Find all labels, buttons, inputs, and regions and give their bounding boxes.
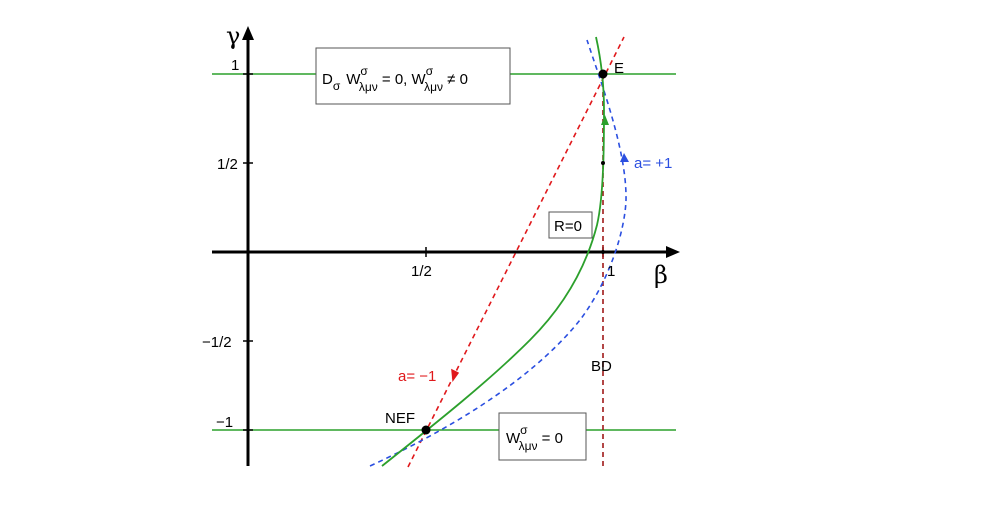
x-axis-symbol: β: [654, 261, 668, 289]
bottom-box-text: Wσ λμν = 0: [506, 423, 563, 453]
label-nef: NEF: [385, 410, 415, 427]
bottom-box-w-sub: λμν: [519, 439, 538, 453]
bottom-box-w-sup: σ: [520, 423, 528, 437]
y-tick-label-minus-half: −1/2: [202, 334, 232, 351]
a-plus-one-curve: [369, 39, 627, 467]
r-zero-arrow: [601, 115, 609, 125]
a-minus-one-arrow: [451, 368, 460, 383]
point-e: [598, 69, 608, 79]
y-tick-label-half: 1/2: [217, 156, 238, 173]
label-a-minus: a= −1: [398, 368, 436, 385]
bottom-condition-box: [498, 412, 587, 461]
point-nef: [421, 425, 431, 435]
top-box-w-sub: λμν: [359, 80, 378, 94]
y-tick-label-minus-one: −1: [216, 414, 233, 431]
y-axis-arrowhead: [242, 26, 254, 40]
top-box-w: W: [346, 71, 361, 88]
x-axis-arrowhead: [666, 246, 680, 258]
top-box-mid: = 0, W: [378, 71, 427, 88]
top-box-w2-sub: λμν: [424, 80, 443, 94]
y-axis-symbol: γ: [226, 22, 240, 50]
label-r-zero: R=0: [554, 218, 582, 235]
a-plus-one-arrow: [620, 153, 629, 162]
bottom-box-w: W: [506, 430, 521, 447]
y-tick-label-one: 1: [231, 57, 239, 74]
top-box-d: D: [322, 71, 333, 88]
top-box-w2-sup: σ: [426, 64, 434, 78]
top-box-d-sub: σ: [333, 79, 341, 93]
top-condition-box: [315, 47, 511, 105]
top-box-w-sup: σ: [360, 64, 368, 78]
label-bd: BD: [591, 358, 612, 375]
x-tick-label-half: 1/2: [411, 263, 432, 280]
r-zero-box: [548, 211, 593, 239]
point-half-marker: [601, 161, 605, 165]
x-tick-label-one: 1: [607, 263, 615, 280]
point-origin-one: [601, 250, 605, 254]
bottom-box-end: = 0: [538, 430, 563, 447]
label-a-plus: a= +1: [634, 155, 672, 172]
label-e: E: [614, 60, 624, 77]
r-zero-curve: [381, 36, 605, 467]
top-box-end: ≠ 0: [443, 71, 468, 88]
